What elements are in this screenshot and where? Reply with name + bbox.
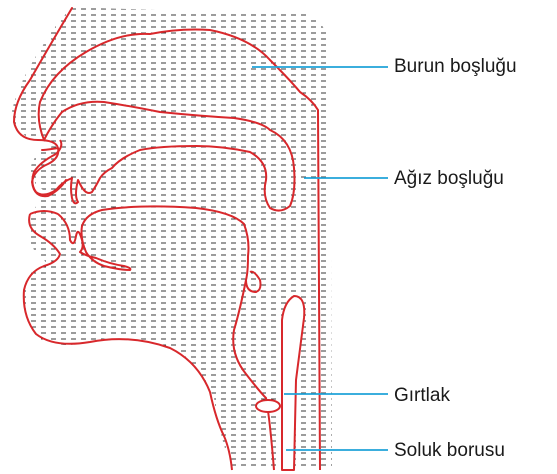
label-nasal-cavity: Burun boşluğu (394, 57, 517, 76)
larynx-ellipse (256, 400, 280, 412)
label-trachea: Soluk borusu (394, 441, 505, 460)
label-oral-cavity: Ağız boşluğu (394, 169, 504, 188)
label-larynx: Gırtlak (394, 386, 450, 405)
